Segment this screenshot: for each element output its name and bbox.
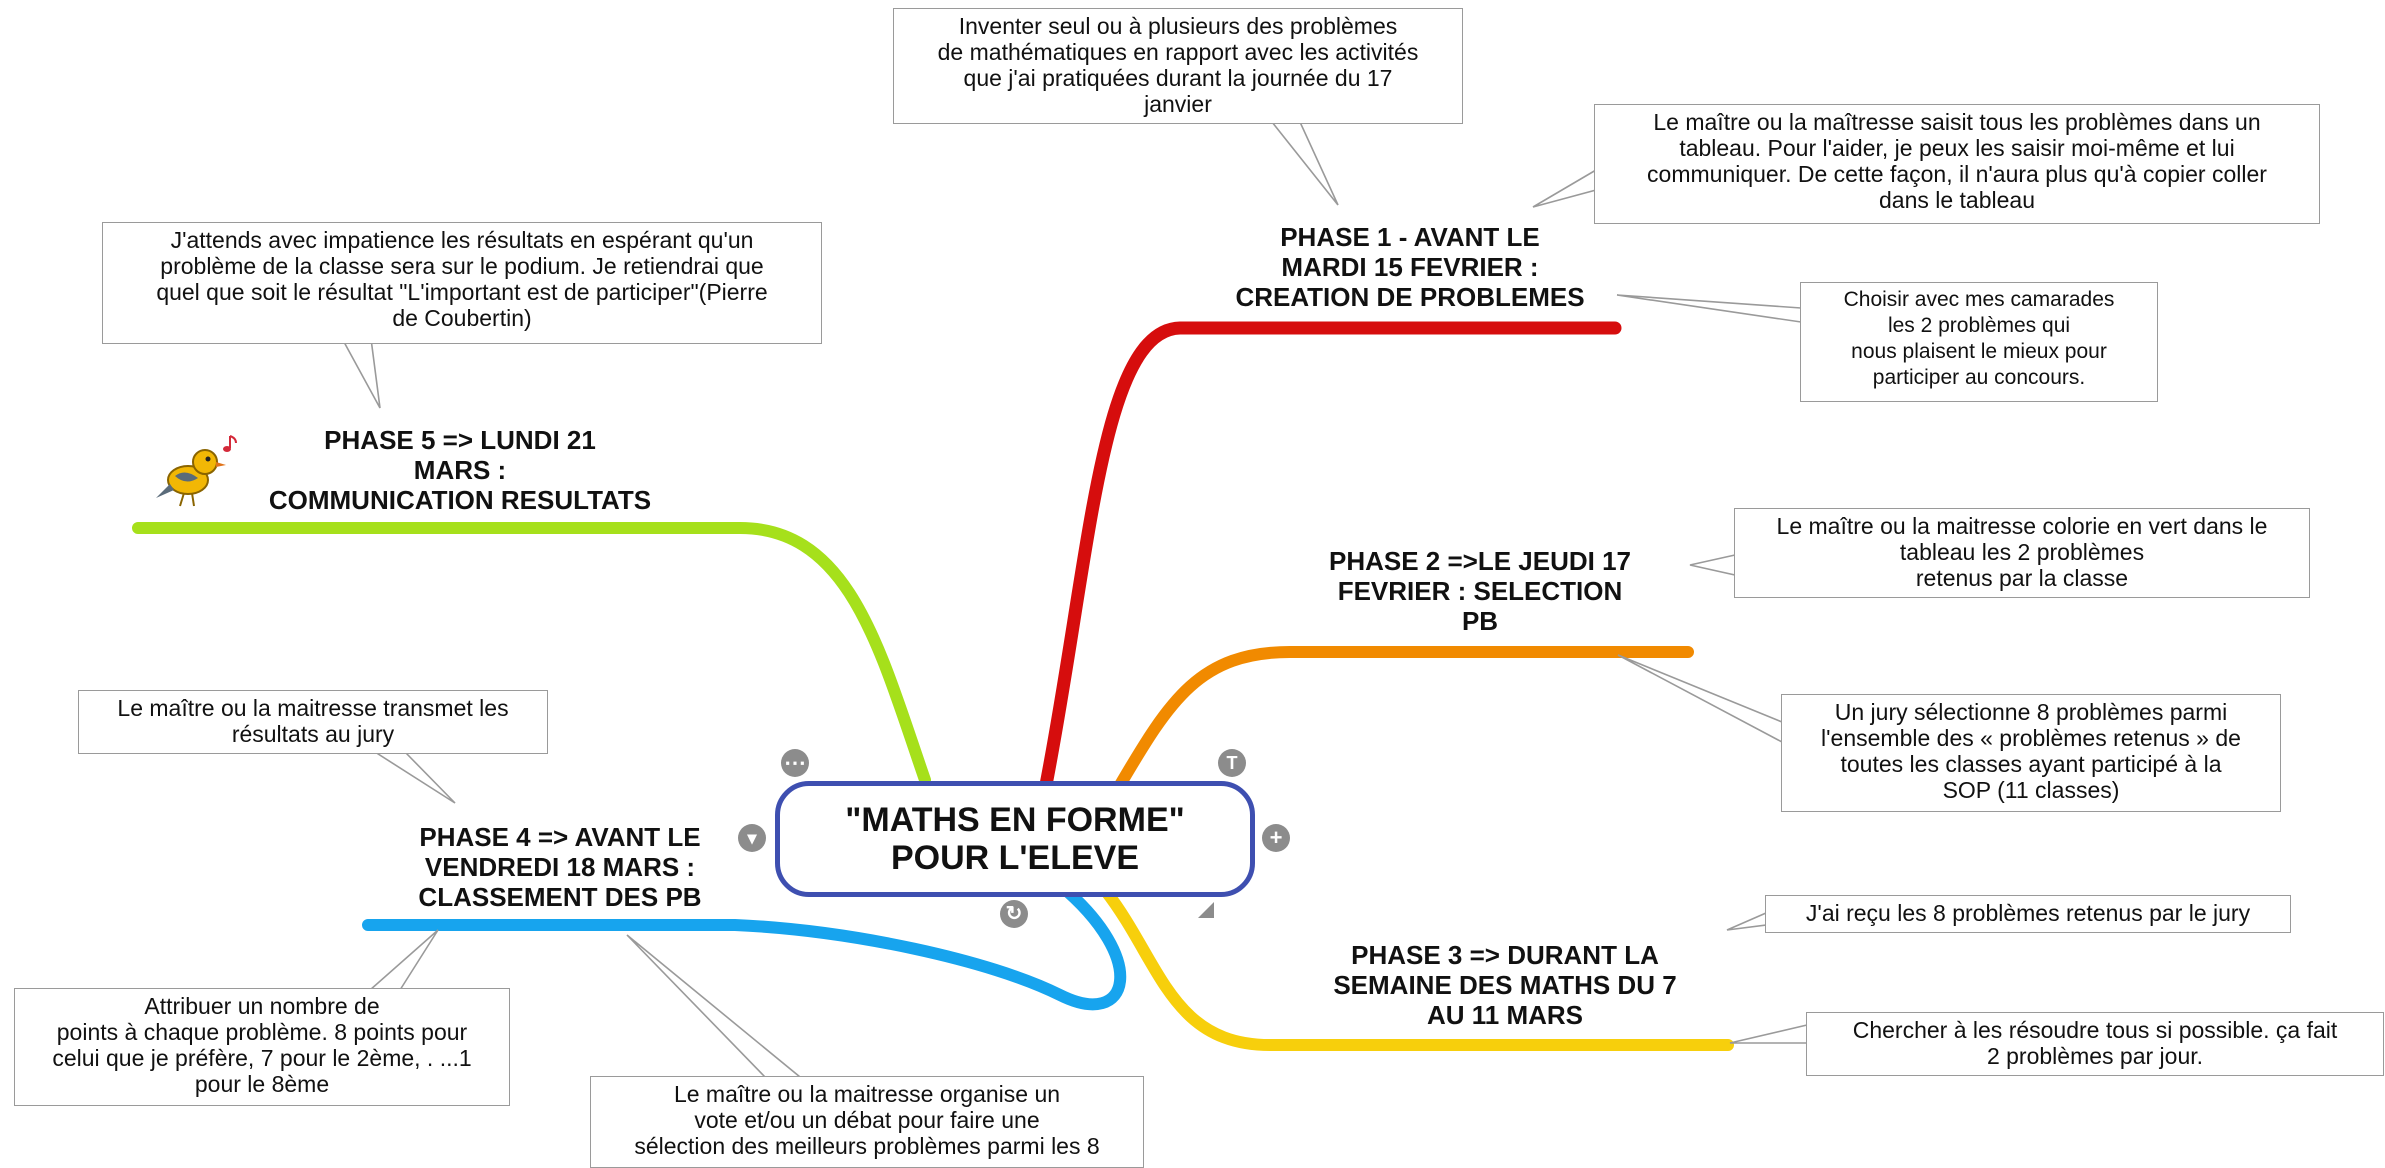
callout-attribuer-points: Attribuer un nombre de points à chaque p… <box>14 988 510 1106</box>
branch-phase2 <box>1114 646 1694 791</box>
phase-4-label[interactable]: PHASE 4 => AVANT LE VENDREDI 18 MARS : C… <box>418 822 702 912</box>
callout-chercher-resoudre: Chercher à les résoudre tous si possible… <box>1806 1012 2384 1076</box>
collapse-icon[interactable]: ▾ <box>738 824 766 852</box>
more-options-icon[interactable]: ⋯ <box>781 749 809 777</box>
phase-3-label[interactable]: PHASE 3 => DURANT LA SEMAINE DES MATHS D… <box>1333 940 1677 1030</box>
callout-recu-problemes: J'ai reçu les 8 problèmes retenus par le… <box>1765 895 2291 933</box>
phase-2-label[interactable]: PHASE 2 =>LE JEUDI 17 FEVRIER : SELECTIO… <box>1328 546 1632 636</box>
pointer-c11 <box>626 934 803 1078</box>
pointer-c5 <box>1617 654 1783 744</box>
callout-vote-debat: Le maître ou la maitresse organise un vo… <box>590 1076 1144 1168</box>
pointer-c4 <box>1689 554 1736 576</box>
callout-transmet-jury: Le maître ou la maitresse transmet les r… <box>78 690 548 754</box>
branch-phase1 <box>1038 321 1622 797</box>
pointer-c1 <box>1270 121 1339 206</box>
music-note-icon <box>223 435 237 452</box>
callout-choisir-camarades: Choisir avec mes camarades les 2 problèm… <box>1800 282 2158 402</box>
branch-phase3 <box>1099 884 1734 1051</box>
phase-5-label[interactable]: PHASE 5 => LUNDI 21 MARS : COMMUNICATION… <box>268 425 652 515</box>
add-branch-icon[interactable]: + <box>1262 824 1290 852</box>
branch-phase4 <box>362 879 1127 1011</box>
refresh-icon[interactable]: ↻ <box>1000 900 1028 928</box>
bird-icon <box>156 435 237 507</box>
callout-inventer: Inventer seul ou à plusieurs des problèm… <box>893 8 1463 124</box>
callout-saisie-tableau: Le maître ou la maîtresse saisit tous le… <box>1594 104 2320 224</box>
pointer-c2 <box>1532 168 1597 208</box>
pointer-c9 <box>372 751 456 804</box>
pointer-c10 <box>367 929 439 991</box>
resize-handle-icon[interactable] <box>1196 900 1216 920</box>
phase-1-label[interactable]: PHASE 1 - AVANT LE MARDI 15 FEVRIER : CR… <box>1235 222 1585 312</box>
central-topic[interactable]: "MATHS EN FORME" POUR L'ELEVE <box>775 781 1255 897</box>
callout-attends-resultats: J'attends avec impatience les résultats … <box>102 222 822 344</box>
callout-colorie-vert: Le maître ou la maitresse colorie en ver… <box>1734 508 2310 598</box>
branch-phase5 <box>132 522 931 786</box>
topic-text-icon[interactable]: T <box>1218 749 1246 777</box>
callout-jury-selection: Un jury sélectionne 8 problèmes parmi l'… <box>1781 694 2281 812</box>
pointer-c6 <box>1726 911 1767 931</box>
